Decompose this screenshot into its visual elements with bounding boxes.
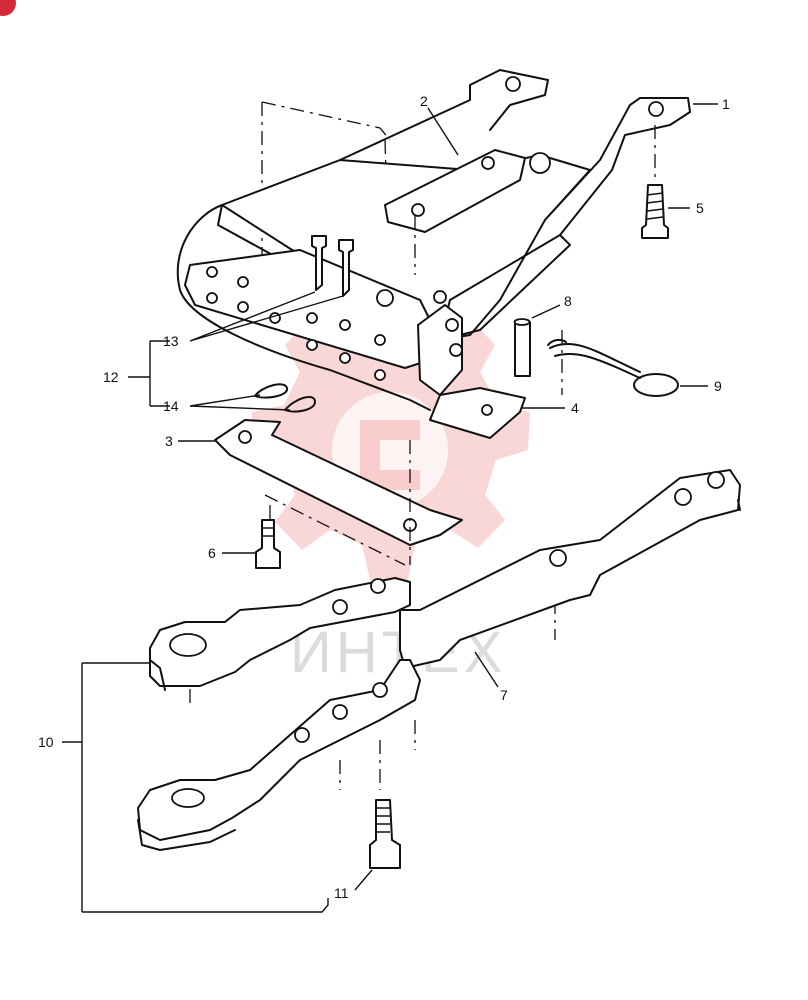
bolt-11 [369, 799, 401, 869]
callout-14: 14 [163, 398, 179, 414]
callout-3: 3 [165, 433, 173, 449]
strip-plate-3 [214, 419, 463, 546]
callout-2: 2 [420, 93, 428, 109]
callout-8: 8 [564, 293, 572, 309]
callout-labels: 1 2 3 4 5 6 7 8 9 10 11 12 13 14 [38, 93, 730, 901]
callout-10: 10 [38, 734, 54, 750]
callout-7: 7 [500, 687, 508, 703]
spring-clip-9 [547, 338, 679, 397]
top-bracket-assembly [176, 69, 691, 411]
callout-12: 12 [103, 369, 119, 385]
lower-link-long [137, 659, 421, 851]
bolt-6 [255, 519, 281, 569]
callout-11: 11 [334, 885, 349, 901]
bolt-5 [641, 184, 669, 239]
callout-13: 13 [163, 333, 179, 349]
long-bar-7 [399, 469, 741, 669]
link-arm-short [149, 577, 411, 691]
callout-4: 4 [571, 400, 579, 416]
alignment-guides [189, 125, 656, 790]
pin-pair [311, 235, 354, 297]
leader-lines [62, 103, 718, 913]
callout-9: 9 [714, 378, 722, 394]
callout-1: 1 [722, 96, 730, 112]
pin-8 [513, 318, 531, 377]
callout-5: 5 [696, 200, 704, 216]
clip-pair [254, 383, 316, 413]
corner-badge [0, 0, 16, 16]
plate-4 [429, 387, 526, 439]
callout-6: 6 [208, 545, 216, 561]
